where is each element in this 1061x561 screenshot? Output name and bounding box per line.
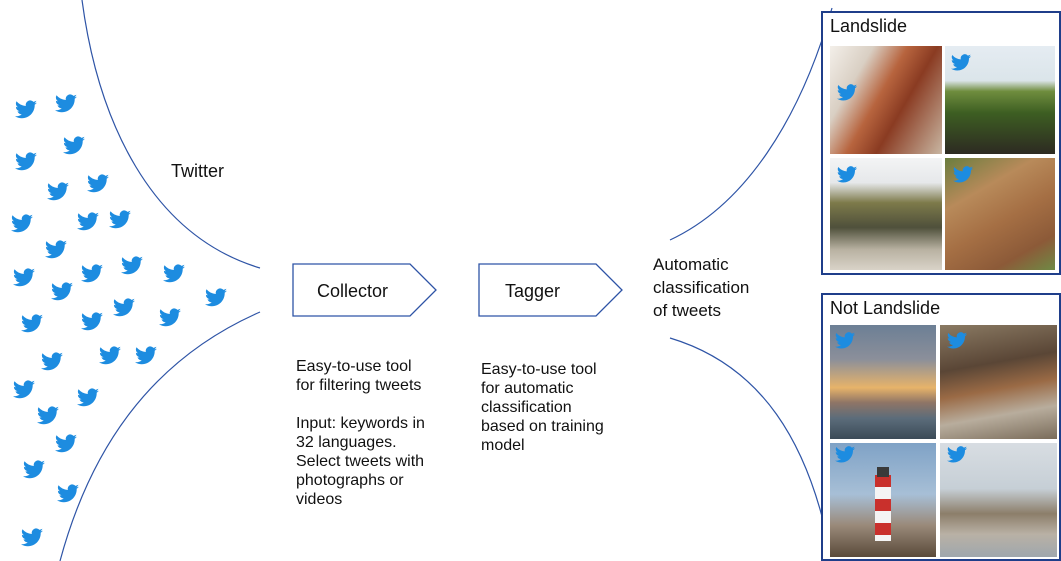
tagger-arrow-shape — [478, 263, 623, 317]
twitter-bird-icon — [55, 434, 77, 453]
twitter-bird-icon — [51, 282, 73, 301]
twitter-bird-icon — [163, 264, 185, 283]
twitter-bird-icon — [13, 268, 35, 287]
funnel-top-curve — [81, 0, 261, 269]
twitter-bird-icon — [77, 388, 99, 407]
twitter-bird-icon — [21, 314, 43, 333]
twitter-bird-icon — [77, 212, 99, 231]
not-landslide-panel-title: Not Landslide — [830, 298, 941, 318]
twitter-bird-icon — [87, 174, 109, 193]
collector-desc-line: videos — [296, 491, 343, 508]
twitter-bird-icon — [47, 182, 69, 201]
twitter-bird-icon — [57, 484, 79, 503]
twitter-bird-icon — [13, 380, 35, 399]
not-landslide-panel: Not Landslide — [821, 293, 1061, 561]
twitter-badge-icon — [946, 446, 968, 463]
twitter-bird-icon — [15, 152, 37, 171]
tagger-desc-line: classification — [481, 399, 572, 416]
collector-desc-line: photographs or — [296, 472, 404, 489]
collector-desc-gap — [296, 395, 425, 414]
twitter-badge-icon — [836, 84, 858, 101]
tagger-label: Tagger — [505, 281, 561, 301]
collector-desc-line: Easy-to-use tool — [296, 358, 412, 375]
tagger-desc-line: model — [481, 437, 525, 454]
twitter-badge-icon — [834, 332, 856, 349]
tagger-description: Easy-to-use tool for automatic classific… — [481, 360, 604, 455]
output-label-line: Automatic — [653, 255, 729, 274]
twitter-bird-icon — [15, 100, 37, 119]
twitter-badge-icon — [952, 166, 974, 183]
not-landslide-photo-lighthouse — [830, 443, 936, 557]
output-label: Automatic classification of tweets — [653, 253, 749, 322]
twitter-bird-icon — [63, 136, 85, 155]
landslide-panel: Landslide — [821, 11, 1061, 275]
collector-desc-line: 32 languages. — [296, 434, 397, 451]
collector-desc-line: for filtering tweets — [296, 377, 422, 394]
output-label-line: of tweets — [653, 301, 722, 320]
twitter-bird-icon — [81, 312, 103, 331]
tagger-desc-line: for automatic — [481, 380, 574, 397]
twitter-badge-icon — [834, 446, 856, 463]
twitter-bird-icon — [205, 288, 227, 307]
fanout-bottom-curve — [669, 337, 833, 561]
twitter-bird-icon — [99, 346, 121, 365]
landslide-panel-title: Landslide — [830, 16, 908, 36]
collector-desc-line: Select tweets with — [296, 453, 425, 470]
collector-arrow-shape — [292, 263, 437, 317]
twitter-bird-icon — [159, 308, 181, 327]
twitter-badge-icon — [836, 166, 858, 183]
tagger-desc-line: Easy-to-use tool — [481, 361, 597, 378]
twitter-bird-icon — [135, 346, 157, 365]
not-landslide-photo-groyne — [940, 443, 1057, 557]
twitter-bird-icon — [121, 256, 143, 275]
funnel-bottom-curve — [59, 311, 261, 561]
lighthouse-lamp — [877, 467, 889, 477]
twitter-badge-icon — [950, 54, 972, 71]
twitter-bird-icon — [41, 352, 63, 371]
landslide-photo-cliff — [830, 46, 942, 154]
twitter-bird-icon — [21, 528, 43, 547]
twitter-bird-icon — [81, 264, 103, 283]
fanout-top-curve — [669, 7, 833, 241]
twitter-bird-icon — [11, 214, 33, 233]
twitter-bird-icon — [37, 406, 59, 425]
twitter-bird-icon — [45, 240, 67, 259]
collector-label: Collector — [317, 281, 389, 301]
twitter-bird-icon — [23, 460, 45, 479]
collector-description: Easy-to-use tool for filtering tweets In… — [296, 357, 425, 509]
output-label-line: classification — [653, 278, 750, 297]
collector-desc-line: Input: keywords in — [296, 415, 425, 432]
twitter-label: Twitter — [171, 161, 225, 181]
twitter-bird-icon — [113, 298, 135, 317]
twitter-bird-icon — [55, 94, 77, 113]
tagger-desc-line: based on training — [481, 418, 604, 435]
lighthouse-tower — [875, 475, 891, 541]
twitter-bird-icon — [109, 210, 131, 229]
twitter-badge-icon — [946, 332, 968, 349]
